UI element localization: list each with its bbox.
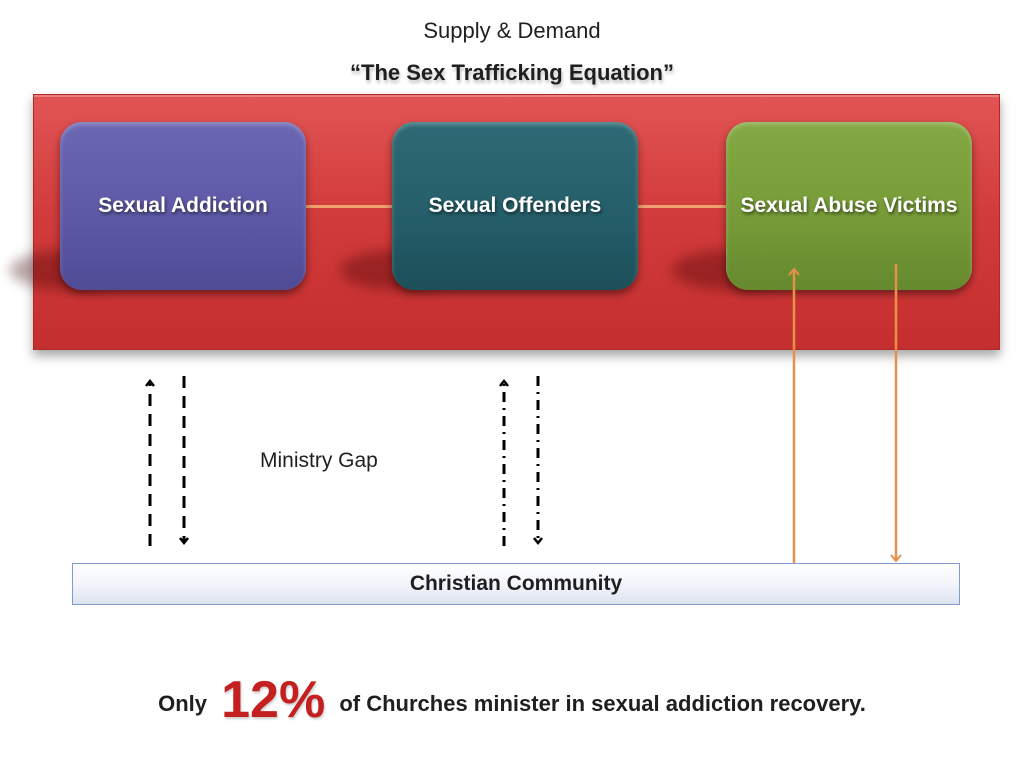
node-sexual-offenders: Sexual Offenders xyxy=(392,122,638,290)
ministry-gap-label: Ministry Gap xyxy=(260,449,378,472)
node-sexual-abuse-victims: Sexual Abuse Victims xyxy=(726,122,972,290)
statistic-highlight: 12% xyxy=(221,671,326,729)
community-label: Christian Community xyxy=(409,572,623,595)
connector-line xyxy=(638,205,726,208)
diagram-subtitle: “The Sex Trafficking Equation” xyxy=(350,60,674,85)
statement-prefix: Only xyxy=(158,691,208,716)
statistic-statement: Only 12% of Churches minister in sexual … xyxy=(0,670,1024,730)
node-label: Sexual Offenders xyxy=(428,194,602,217)
statement-suffix: of Churches minister in sexual addiction… xyxy=(339,691,866,716)
christian-community-bar: Christian Community xyxy=(72,563,960,605)
diagram-title: Supply & Demand xyxy=(423,18,601,43)
node-label: Sexual Abuse Victims xyxy=(740,194,958,217)
connector-line xyxy=(306,205,392,208)
node-label: Sexual Addiction xyxy=(98,194,268,217)
node-sexual-addiction: Sexual Addiction xyxy=(60,122,306,290)
